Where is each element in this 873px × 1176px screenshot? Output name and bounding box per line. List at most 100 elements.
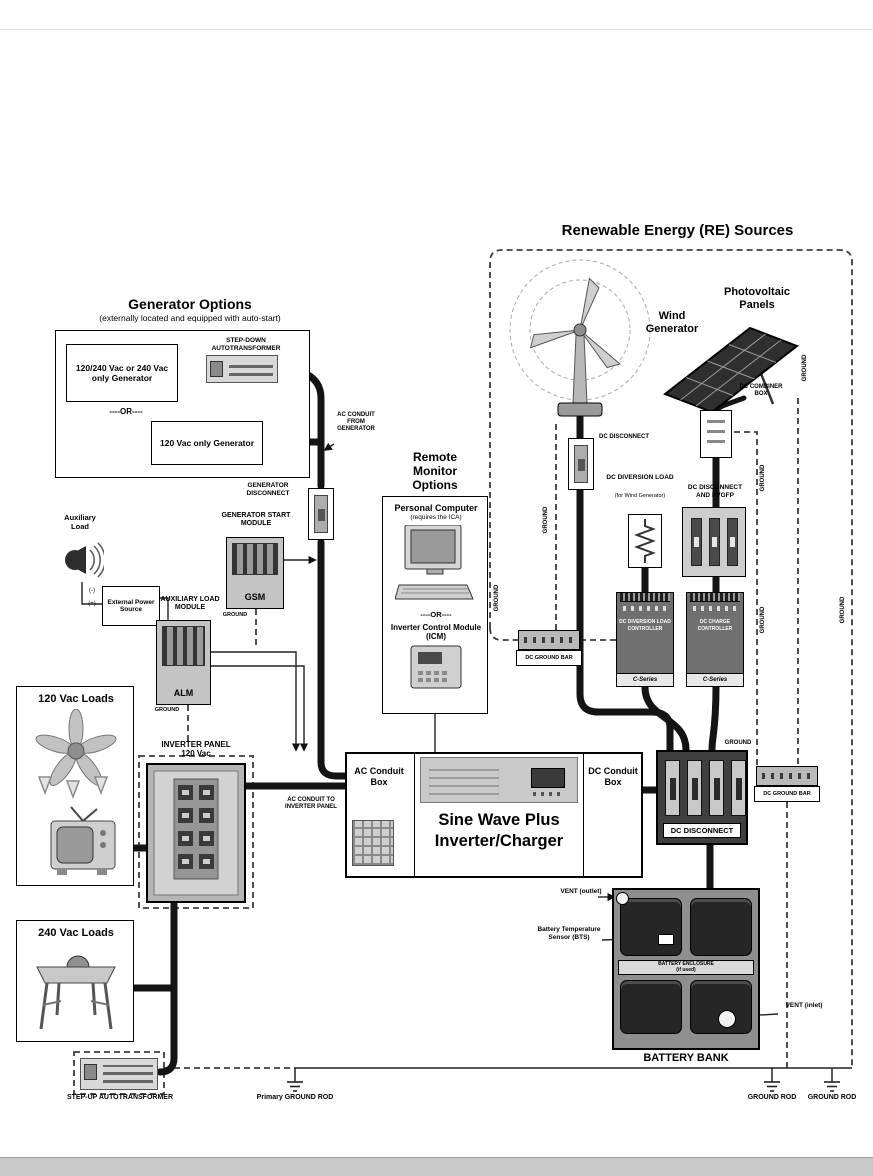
re-sources-dashed-boundary <box>489 249 853 1068</box>
ground-rod-symbol-left <box>764 1081 780 1092</box>
wind-turbine-icon <box>509 259 651 417</box>
inverter-name-line1: Sine Wave Plus <box>438 811 560 829</box>
diversion-controller-name: DC DIVERSION LOAD CONTROLLER <box>619 619 671 632</box>
viewer-bottom-bar <box>0 1157 873 1176</box>
tv-icon <box>50 806 116 875</box>
wind-generator-label: Wind Generator <box>645 310 699 335</box>
external-power-source-box: External Power Source <box>102 586 160 626</box>
personal-computer-label: Personal Computer <box>394 503 478 513</box>
generator-options-subtitle: (externally located and equipped with au… <box>99 313 281 323</box>
generator-240-box: 120/240 Vac or 240 Vac only Generator <box>66 344 178 402</box>
ground-label-wind: GROUND <box>543 506 549 534</box>
loads-120-box: 120 Vac Loads <box>16 686 134 886</box>
ground-rod-symbol-right <box>824 1081 840 1092</box>
dc-charge-controller: DC CHARGE CONTROLLER C-Series <box>686 592 744 687</box>
vent-inlet-port <box>718 1010 736 1028</box>
inverter-name: Sine Wave Plus Inverter/Charger <box>415 810 583 851</box>
ac-conduit-from-generator-label: AC CONDUIT FROM GENERATOR <box>337 412 375 433</box>
dc-disconnect-pvgfp <box>682 507 746 577</box>
loads-240-box: 240 Vac Loads <box>16 920 134 1042</box>
inverter-panel-label-line1: INVERTER PANEL <box>161 740 231 749</box>
generator-start-module-label: GENERATOR START MODULE <box>221 512 291 528</box>
battery-bank: BATTERY ENCLOSURE (if used) <box>612 888 760 1050</box>
generator-disconnect-switch <box>308 488 334 540</box>
table-saw-icon <box>36 955 116 1030</box>
dc-conduit-section <box>583 752 643 878</box>
monitor-or-label: ----OR---- <box>420 610 452 619</box>
vent-outlet-port <box>616 892 629 905</box>
dc-combiner-box <box>700 410 732 458</box>
diversion-controller-cable <box>641 683 690 754</box>
ground-rod-label-right: GROUND ROD <box>807 1094 857 1101</box>
loads-120-title: 120 Vac Loads <box>38 693 114 705</box>
alm-ground-label: GROUND <box>154 707 180 713</box>
ac-conduit-box-label: AC Conduit Box <box>354 766 404 787</box>
ext-power-minus-label: (-) <box>89 588 95 594</box>
battery-bank-label: BATTERY BANK <box>643 1052 729 1064</box>
generator-disconnect-label: GENERATOR DISCONNECT <box>246 482 290 497</box>
dc-diversion-load-resistor <box>628 514 662 568</box>
page-top-rule <box>0 29 873 30</box>
gsm-ground-label: GROUND <box>222 612 248 618</box>
battery-cell <box>690 898 752 956</box>
photovoltaic-panels-label: Photovoltaic Panels <box>723 286 790 311</box>
icm-icon <box>410 645 462 689</box>
dc-conduit-box-label: DC Conduit Box <box>588 766 638 787</box>
dc-diversion-load-controller: DC DIVERSION LOAD CONTROLLER C-Series <box>616 592 674 687</box>
inverter-vent-grid <box>352 820 394 866</box>
stepup-autotransformer <box>80 1058 158 1090</box>
dc-diversion-load-label: DC DIVERSION LOAD <box>606 474 674 481</box>
vent-outlet-label: VENT (outlet) <box>560 888 602 895</box>
personal-computer-sub: (requires the ICA) <box>410 514 462 521</box>
remote-monitor-title: Remote Monitor Options <box>412 450 458 493</box>
inverter-panel-label-line2: 120 Vac <box>181 749 211 759</box>
ground-label-right-bar: GROUND <box>724 740 752 746</box>
dc-ground-bar-right-label: DC GROUND BAR <box>754 786 820 802</box>
ground-bus <box>287 1067 852 1092</box>
generator-120-box: 120 Vac only Generator <box>151 421 263 465</box>
dc-combiner-box-label: DC COMBINER BOX <box>739 384 783 398</box>
stepdown-autotransformer <box>206 355 278 383</box>
gsm-terminal-block <box>232 543 278 575</box>
dc-ground-bar-left <box>518 630 580 650</box>
pv-panel-icon <box>662 326 800 412</box>
charge-controller-name: DC CHARGE CONTROLLER <box>697 619 733 632</box>
ac-conduit-section <box>345 752 415 878</box>
diversion-controller-series: C-Series <box>617 673 673 686</box>
battery-enclosure-label: BATTERY ENCLOSURE <box>658 961 714 967</box>
inverter-top-hardware <box>420 757 578 803</box>
inverter-panel-label: INVERTER PANEL 120 Vac <box>148 740 244 759</box>
speaker-icon <box>65 542 104 578</box>
battery-cell <box>620 898 682 956</box>
icm-label: Inverter Control Module (ICM) <box>390 623 482 642</box>
alm-text: ALM <box>173 688 194 698</box>
ground-rod-label-left: GROUND ROD <box>747 1094 797 1101</box>
stepdown-autotransformer-label: STEP-DOWN AUTOTRANSFORMER <box>211 337 281 352</box>
wind-dc-disconnect-switch <box>568 438 594 490</box>
ext-power-plus-label: (+) <box>88 601 96 607</box>
vent-inlet-label: VENT (inlet) <box>785 1002 823 1009</box>
primary-ground-rod-symbol <box>287 1081 303 1092</box>
charge-controller-series: C-Series <box>687 673 743 686</box>
ground-label-boundary-left: GROUND <box>494 584 500 612</box>
dc-diversion-load-sub: (for Wind Generator) <box>614 493 666 499</box>
battery-enclosure-sub: (if used) <box>676 967 696 974</box>
inverter-panel-dashed-outline <box>138 755 254 909</box>
ground-label-panel-right: GROUND <box>802 354 808 382</box>
ground-label-pv-lower: GROUND <box>760 606 766 634</box>
ground-label-pv-upper: GROUND <box>760 464 766 492</box>
gsm-text: GSM <box>244 592 266 602</box>
dc-disconnect-main-label: DC DISCONNECT <box>663 823 741 838</box>
battery-cell <box>620 980 682 1034</box>
pv-ground-wire <box>734 431 758 766</box>
loads-240-title: 240 Vac Loads <box>38 927 114 939</box>
generator-options-title: Generator Options <box>128 296 252 312</box>
generator-or-label: ----OR---- <box>109 407 143 416</box>
ground-dashed-wires <box>73 249 853 1095</box>
dc-ground-bar-left-label: DC GROUND BAR <box>516 650 582 666</box>
auxiliary-load-module: ALM <box>156 620 211 705</box>
pvgfp-label: DC DISCONNECT AND PVGFP <box>687 484 743 499</box>
bts-label: Battery Temperature Sensor (BTS) <box>537 926 601 941</box>
battery-temperature-sensor <box>658 934 674 945</box>
